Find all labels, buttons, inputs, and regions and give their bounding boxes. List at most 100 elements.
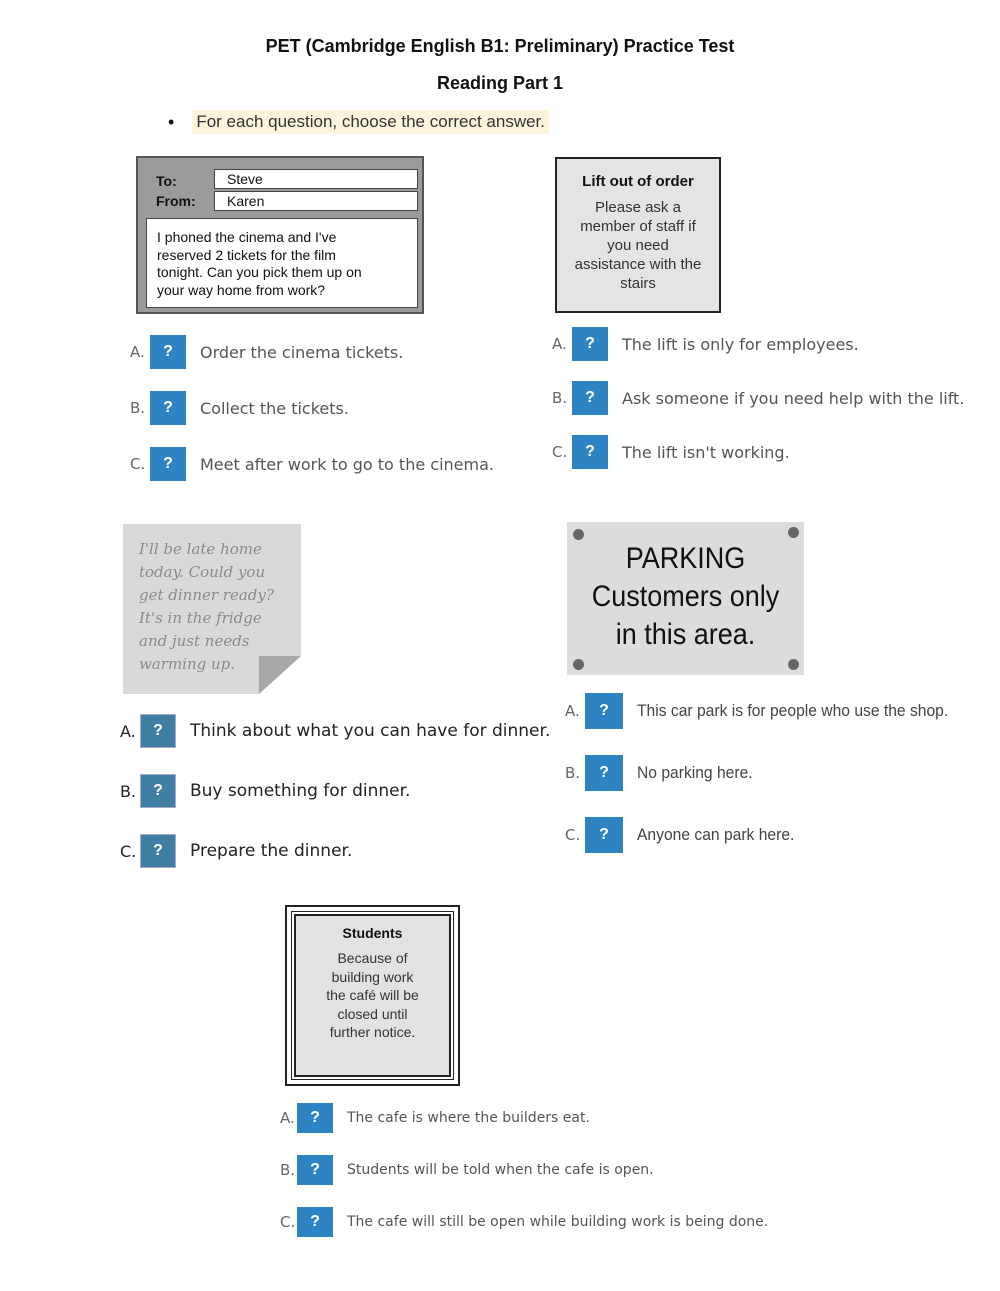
q3-option-b: B. ? Buy something for dinner. xyxy=(120,774,410,808)
parking-text: PARKING Customers only in this area. xyxy=(579,540,792,654)
option-letter: A. xyxy=(120,721,136,741)
lift-sign: Lift out of order Please ask a member of… xyxy=(555,157,721,313)
students-sign: Students Because of building work the ca… xyxy=(285,905,460,1086)
sign-body: Because of building work the café will b… xyxy=(296,949,449,1042)
instruction-text: For each question, choose the correct an… xyxy=(192,110,550,134)
option-letter: C. xyxy=(552,443,568,461)
option-text: Anyone can park here. xyxy=(637,825,795,844)
option-text: The lift isn't working. xyxy=(622,442,790,462)
option-letter: A. xyxy=(130,343,145,361)
answer-button[interactable]: ? xyxy=(297,1103,333,1133)
option-text: The lift is only for employees. xyxy=(622,334,859,354)
q2-option-b: B. ? Ask someone if you need help with t… xyxy=(552,381,964,415)
bullet-icon: • xyxy=(168,111,175,132)
q1-option-a: A. ? Order the cinema tickets. xyxy=(130,335,403,369)
answer-button[interactable]: ? xyxy=(140,834,176,868)
option-text: Ask someone if you need help with the li… xyxy=(622,388,965,408)
option-letter: B. xyxy=(120,781,137,801)
from-field: Karen xyxy=(214,191,418,211)
sign-line: member of staff if xyxy=(580,218,696,235)
q2-option-a: A. ? The lift is only for employees. xyxy=(552,327,859,361)
option-letter: C. xyxy=(565,826,581,844)
option-letter: A. xyxy=(280,1109,295,1127)
answer-button[interactable]: ? xyxy=(140,774,176,808)
sign-body: Please ask a member of staff if you need… xyxy=(557,198,719,293)
answer-button[interactable]: ? xyxy=(150,447,186,481)
answer-button[interactable]: ? xyxy=(585,817,623,853)
sign-heading: Lift out of order xyxy=(582,173,694,190)
q5-option-c: C. ? The cafe will still be open while b… xyxy=(280,1207,768,1237)
screw-icon xyxy=(788,527,799,538)
email-body: I phoned the cinema and I've reserved 2 … xyxy=(146,218,418,308)
q1-option-b: B. ? Collect the tickets. xyxy=(130,391,349,425)
option-text: The cafe will still be open while buildi… xyxy=(347,1214,769,1230)
screw-icon xyxy=(573,529,584,540)
screw-icon xyxy=(788,659,799,670)
option-text: Students will be told when the cafe is o… xyxy=(347,1162,654,1178)
note-line: and just needs xyxy=(139,632,250,650)
sign-line: Because of xyxy=(337,950,408,966)
answer-button[interactable]: ? xyxy=(297,1207,333,1237)
answer-button[interactable]: ? xyxy=(150,391,186,425)
answer-button[interactable]: ? xyxy=(572,327,608,361)
option-letter: A. xyxy=(552,335,567,353)
note-line: It's in the fridge xyxy=(139,609,262,627)
option-letter: B. xyxy=(565,764,581,782)
answer-button[interactable]: ? xyxy=(140,714,176,748)
sign-line: stairs xyxy=(620,275,656,292)
sign-panel: Students Because of building work the ca… xyxy=(294,914,451,1077)
sign-frame xyxy=(291,911,454,1080)
note-line: get dinner ready? xyxy=(139,586,274,604)
option-text: No parking here. xyxy=(637,763,753,782)
sign-line: closed until xyxy=(337,1005,408,1022)
sign-heading: Students xyxy=(342,925,403,941)
option-letter: A. xyxy=(565,702,580,720)
sign-line: further notice. xyxy=(329,1024,416,1040)
q4-option-b: B. ? No parking here. xyxy=(565,755,763,791)
email-line: reserved 2 tickets for the film xyxy=(157,246,336,263)
option-text: Prepare the dinner. xyxy=(190,841,353,861)
page-title: PET (Cambridge English B1: Preliminary) … xyxy=(265,36,735,56)
screw-icon xyxy=(573,659,584,670)
option-text: The cafe is where the builders eat. xyxy=(347,1110,590,1126)
sign-line: assistance with the xyxy=(574,256,702,273)
option-text: This car park is for people who use the … xyxy=(637,701,949,720)
email-message: To: Steve From: Karen I phoned the cinem… xyxy=(136,156,424,314)
answer-button[interactable]: ? xyxy=(572,435,608,469)
sign-line: you need xyxy=(607,237,669,254)
email-line: tonight. Can you pick them up on xyxy=(157,264,362,280)
option-text: Meet after work to go to the cinema. xyxy=(200,454,494,474)
option-letter: C. xyxy=(130,455,146,473)
answer-button[interactable]: ? xyxy=(297,1155,333,1185)
parking-line: Customers only xyxy=(591,580,780,613)
option-letter: B. xyxy=(280,1161,296,1179)
sign-line: Please ask a xyxy=(595,199,681,216)
answer-button[interactable]: ? xyxy=(572,381,608,415)
sign-line: building work xyxy=(331,968,414,985)
sign-line: the café will be xyxy=(326,987,419,1003)
answer-button[interactable]: ? xyxy=(585,755,623,791)
q3-option-a: A. ? Think about what you can have for d… xyxy=(120,714,550,748)
instruction-row: • For each question, choose the correct … xyxy=(168,110,550,134)
q2-option-c: C. ? The lift isn't working. xyxy=(552,435,790,469)
q4-option-a: A. ? This car park is for people who use… xyxy=(565,693,975,729)
option-text: Think about what you can have for dinner… xyxy=(190,721,551,741)
option-letter: C. xyxy=(280,1213,296,1231)
q5-option-a: A. ? The cafe is where the builders eat. xyxy=(280,1103,590,1133)
answer-button[interactable]: ? xyxy=(585,693,623,729)
q3-option-c: C. ? Prepare the dinner. xyxy=(120,834,352,868)
q5-option-b: B. ? Students will be told when the cafe… xyxy=(280,1155,654,1185)
q4-option-c: C. ? Anyone can park here. xyxy=(565,817,808,853)
email-line: I phoned the cinema and I've xyxy=(157,229,337,245)
note-line: warming up. xyxy=(139,655,236,673)
page-subtitle: Reading Part 1 xyxy=(436,73,564,93)
to-field: Steve xyxy=(214,169,418,189)
handwritten-note: I'll be late home today. Could you get d… xyxy=(123,524,301,694)
option-text: Buy something for dinner. xyxy=(190,781,411,801)
email-line: your way home from work? xyxy=(157,281,326,298)
from-label: From: xyxy=(156,193,196,209)
parking-sign: PARKING Customers only in this area. xyxy=(567,522,804,675)
note-text: I'll be late home today. Could you get d… xyxy=(139,538,274,676)
answer-button[interactable]: ? xyxy=(150,335,186,369)
option-letter: B. xyxy=(130,399,146,417)
